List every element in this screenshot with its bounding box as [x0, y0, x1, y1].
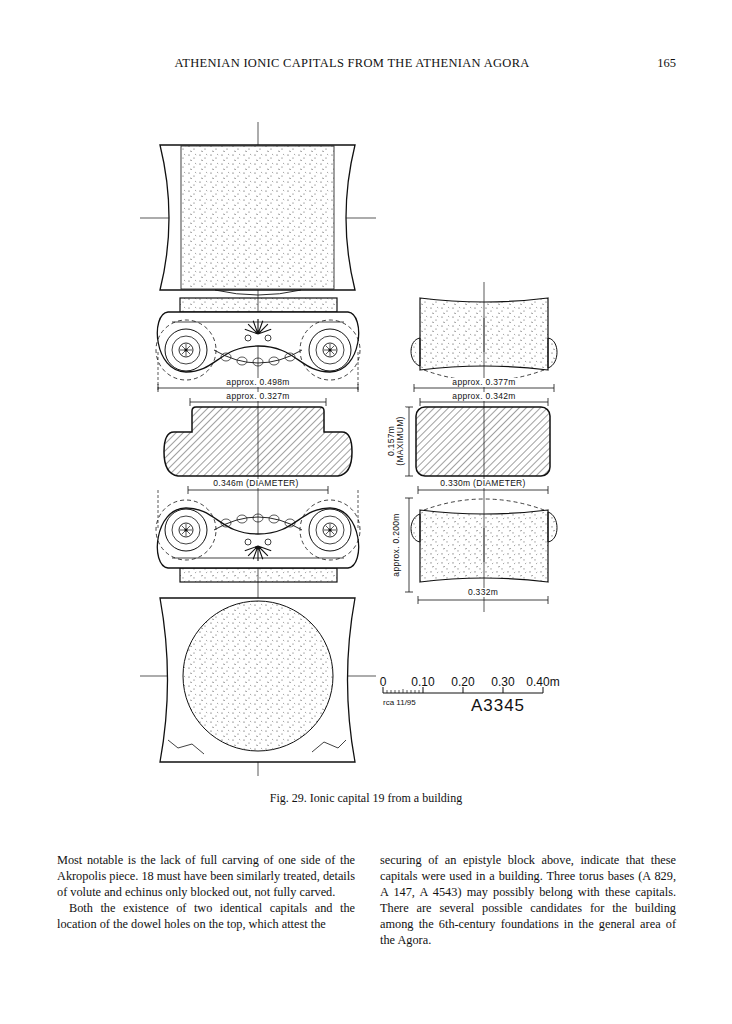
dimension-label: approx. 0.377m [450, 378, 517, 387]
text-column: securing of an epistyle block above, ind… [380, 852, 676, 948]
text-column: Most notable is the lack of full carving… [57, 852, 355, 932]
body-paragraph: securing of an epistyle block above, ind… [380, 852, 676, 948]
scale-number: 0 [380, 676, 387, 689]
page-number: 165 [657, 57, 676, 71]
dimension-label: 0.346m (DIAMETER) [211, 479, 300, 488]
dimension-label: approx. 0.498m [224, 378, 291, 387]
dimension-label: approx. 0.200m [392, 511, 401, 578]
dimension-label: 0.330m (DIAMETER) [438, 479, 527, 488]
scale-number: 0.30 [491, 676, 514, 689]
scale-number: 0.20 [451, 676, 474, 689]
body-paragraph: Most notable is the lack of full carving… [57, 852, 355, 900]
body-paragraph: Both the existence of two identical capi… [57, 900, 355, 932]
scale-number: 0.10 [411, 676, 434, 689]
dimension-label: 0.332m [466, 588, 500, 597]
draftsman-note: rca 11/95 [383, 699, 416, 708]
inventory-number: A3345 [471, 697, 525, 716]
running-header: ATHENIAN IONIC CAPITALS FROM THE ATHENIA… [174, 57, 529, 71]
dimension-label: approx. 0.327m [224, 392, 291, 401]
figure-caption: Fig. 29. Ionic capital 19 from a buildin… [270, 792, 462, 805]
scale-number: 0.40m [526, 676, 559, 689]
dimension-label: approx. 0.342m [450, 392, 517, 401]
dimension-label: 0.157m (MAXIMUM) [387, 407, 406, 475]
